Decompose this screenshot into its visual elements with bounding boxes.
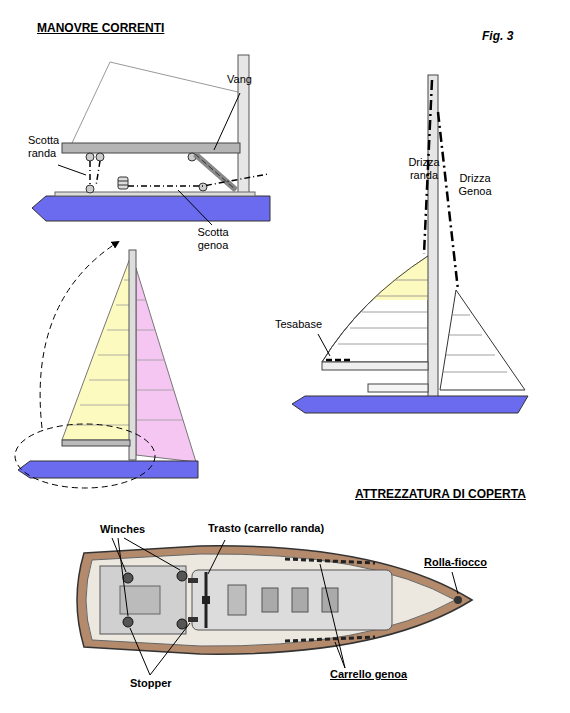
- part-label: Trasto (carrello randa): [208, 522, 324, 535]
- deck-plan: [77, 538, 472, 675]
- part-label: Carrello genoa: [330, 668, 407, 681]
- part-label: Winches: [100, 523, 145, 536]
- part-label: Tesabase: [275, 318, 322, 331]
- part-label: Scotta genoa: [190, 226, 236, 251]
- detail-view: [32, 55, 270, 225]
- part-label: Scotta randa: [28, 134, 70, 159]
- part-label: Drizza Genoa: [452, 172, 498, 197]
- section-heading: MANOVRE CORRENTI: [37, 22, 164, 36]
- section-heading: ATTREZZATURA DI COPERTA: [355, 488, 526, 502]
- rigging-view: [292, 75, 528, 413]
- part-label: Rolla-fiocco: [424, 556, 487, 569]
- part-label: Vang: [227, 73, 252, 86]
- part-label: Drizza randa: [402, 156, 446, 181]
- figure-number: Fig. 3: [482, 30, 513, 44]
- sailboat-side-view: [15, 242, 198, 488]
- part-label: Stopper: [130, 677, 172, 690]
